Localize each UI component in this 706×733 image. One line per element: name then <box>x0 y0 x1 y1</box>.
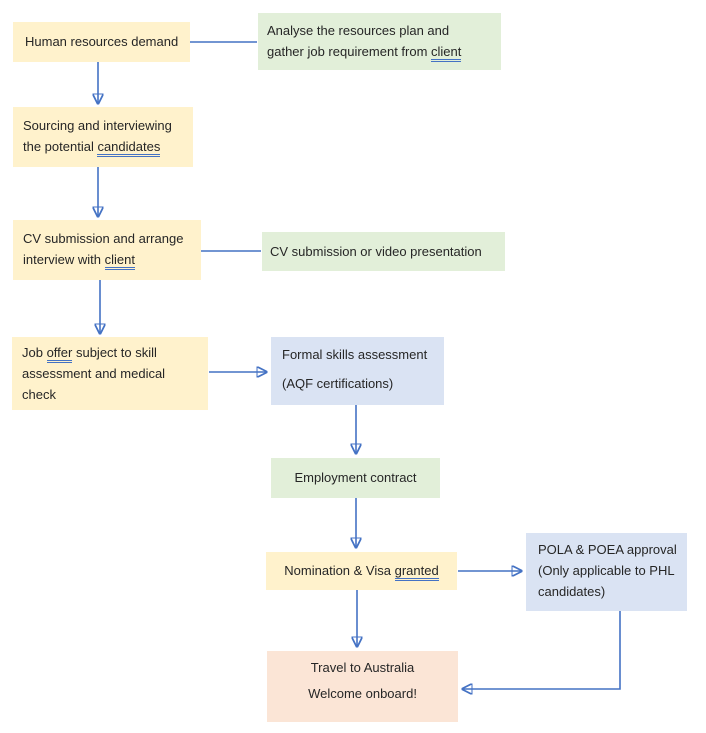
node-text: Travel to Australia <box>310 660 415 675</box>
node-job-offer[interactable]: Job offer subject to skill assessment and… <box>12 337 208 410</box>
node-pola-poea-approval[interactable]: POLA & POEA approval (Only applicable to … <box>526 533 687 611</box>
node-text-line: candidates) <box>538 581 675 602</box>
node-text-line: Welcome onboard! <box>275 683 450 704</box>
node-cv-submission-interview[interactable]: CV submission and arrange interview with … <box>13 220 201 280</box>
node-text-line: CV submission or video presentation <box>270 241 497 262</box>
underlined-text: granted <box>394 563 439 581</box>
node-text: Nomination & Visa <box>284 563 395 578</box>
node-text-line: gather job requirement from client <box>267 41 492 62</box>
node-text: gather job requirement from <box>267 44 432 59</box>
node-text-line: Employment contract <box>277 467 434 488</box>
node-text: (AQF certifications) <box>282 376 394 391</box>
node-text: Formal skills assessment <box>282 347 428 362</box>
node-text-line: (Only applicable to PHL <box>538 560 675 581</box>
node-text: CV submission and arrange <box>23 231 184 246</box>
node-text: assessment and medical <box>22 366 166 381</box>
node-cv-video-presentation[interactable]: CV submission or video presentation <box>262 232 505 271</box>
node-text-line: CV submission and arrange <box>23 228 191 249</box>
node-text: POLA & POEA approval <box>538 542 677 557</box>
node-text: interview with <box>23 252 105 267</box>
node-sourcing-interviewing[interactable]: Sourcing and interviewing the potential c… <box>13 107 193 167</box>
node-text-line: Sourcing and interviewing <box>23 115 183 136</box>
node-nomination-visa[interactable]: Nomination & Visa granted <box>266 552 457 590</box>
underlined-text: candidates <box>97 139 161 157</box>
node-text: Human resources demand <box>25 34 179 49</box>
underlined-text: client <box>431 44 462 62</box>
connector-pola-to-travel[interactable] <box>463 611 621 689</box>
node-text-line: Formal skills assessment <box>282 344 433 365</box>
node-formal-skills-assessment[interactable]: Formal skills assessment (AQF certificati… <box>271 337 444 405</box>
node-text: Job <box>22 345 47 360</box>
node-text-line: POLA & POEA approval <box>538 539 677 560</box>
node-text: check <box>22 387 56 402</box>
underlined-text: offer <box>46 345 73 363</box>
node-text: subject to skill <box>72 345 157 360</box>
node-text-line: Job offer subject to skill <box>22 342 198 363</box>
node-text: (Only applicable to PHL <box>538 563 675 578</box>
node-text-line: Human resources demand <box>25 31 178 52</box>
node-human-resources-demand[interactable]: Human resources demand <box>13 22 190 62</box>
node-analyse-plan[interactable]: Analyse the resources plan and gather job… <box>258 13 501 70</box>
node-text: Employment contract <box>294 470 417 485</box>
node-text: Analyse the resources plan and <box>267 23 450 38</box>
node-text-line: assessment and medical <box>22 363 198 384</box>
node-text-line: interview with client <box>23 249 191 270</box>
node-text-line: the potential candidates <box>23 136 183 157</box>
node-text-line: Analyse the resources plan and <box>267 20 492 41</box>
node-text: Welcome onboard! <box>308 686 417 701</box>
node-text: Sourcing and interviewing <box>23 118 172 133</box>
node-text: candidates) <box>538 584 606 599</box>
node-text: the potential <box>23 139 98 154</box>
node-text-line: check <box>22 384 198 405</box>
node-text-line: Travel to Australia <box>275 657 450 678</box>
underlined-text: client <box>104 252 135 270</box>
node-text-line: (AQF certifications) <box>282 373 433 394</box>
node-text-line: Nomination & Visa granted <box>272 560 451 581</box>
node-employment-contract[interactable]: Employment contract <box>271 458 440 498</box>
node-text: CV submission or video presentation <box>270 244 482 259</box>
